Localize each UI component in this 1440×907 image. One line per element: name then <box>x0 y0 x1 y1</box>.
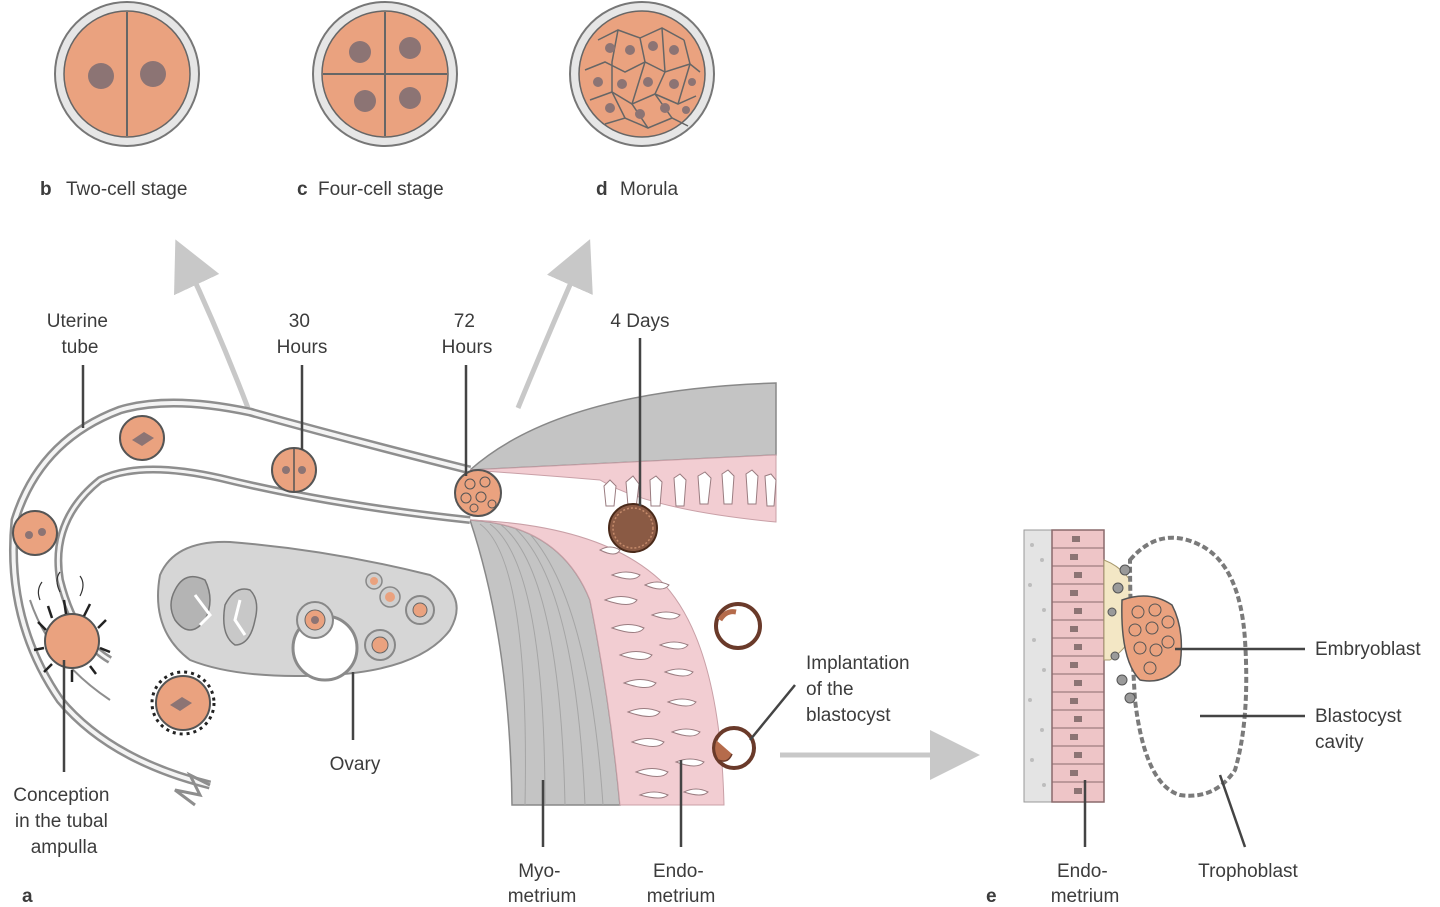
panel-e-leader-lines <box>1083 647 1305 848</box>
implantation-label: Implantation of the blastocyst <box>806 653 915 726</box>
four-cell-stage-caption: Four-cell stage <box>318 179 444 200</box>
blastocyst-cavity-label: Blastocyst cavity <box>1315 706 1407 753</box>
days-4-label: 4 Days <box>610 311 669 332</box>
ovulated-oocyte <box>150 670 216 736</box>
panel-letter-a: a <box>22 886 33 907</box>
two-cell-in-tube <box>271 447 317 493</box>
leader-lines <box>62 338 796 847</box>
embryoblast-label: Embryoblast <box>1315 639 1421 660</box>
myometrium-fibers <box>479 523 604 806</box>
panel-letter-c: c <box>297 179 308 200</box>
hours-72-label: 72 Hours <box>442 311 493 358</box>
ovary-illustration <box>157 540 458 682</box>
endometrium-e-label: Endo- metrium <box>1051 861 1120 907</box>
fertilized-oocyte <box>33 571 111 682</box>
morula-in-tube <box>454 469 502 517</box>
morula-caption: Morula <box>620 179 679 200</box>
pronuclear-cell <box>119 415 165 461</box>
panel-letter-b: b <box>40 179 52 200</box>
day4-blastocyst <box>608 503 658 553</box>
zygote-in-tube <box>12 510 58 556</box>
trophoblast-label: Trophoblast <box>1198 861 1298 882</box>
lower-endometrial-glands <box>598 546 709 799</box>
hours-30-label: 30 Hours <box>277 311 328 358</box>
free-blastocyst <box>714 602 762 650</box>
arrow-to-two-four-cell <box>174 239 251 409</box>
implantation-detail <box>1023 529 1249 803</box>
conception-label: Conception in the tubal ampulla <box>13 785 114 858</box>
upper-endometrium <box>469 454 777 523</box>
myometrium-label: Myo- metrium <box>508 861 577 907</box>
panel-letter-e: e <box>986 886 997 907</box>
endometrium-label: Endo- metrium <box>647 861 716 907</box>
uterine-tube <box>8 398 472 807</box>
four-cell-stage-illustration <box>312 1 458 147</box>
panel-letter-d: d <box>596 179 608 200</box>
ovary-label: Ovary <box>330 754 381 775</box>
two-cell-stage-illustration <box>54 1 200 147</box>
upper-endometrial-glands <box>603 469 777 509</box>
uterine-tube-label: Uterine tube <box>47 311 114 358</box>
morula-illustration <box>569 1 715 147</box>
implanting-blastocyst <box>712 726 756 770</box>
arrow-to-morula <box>515 239 593 409</box>
two-cell-stage-caption: Two-cell stage <box>66 179 187 200</box>
